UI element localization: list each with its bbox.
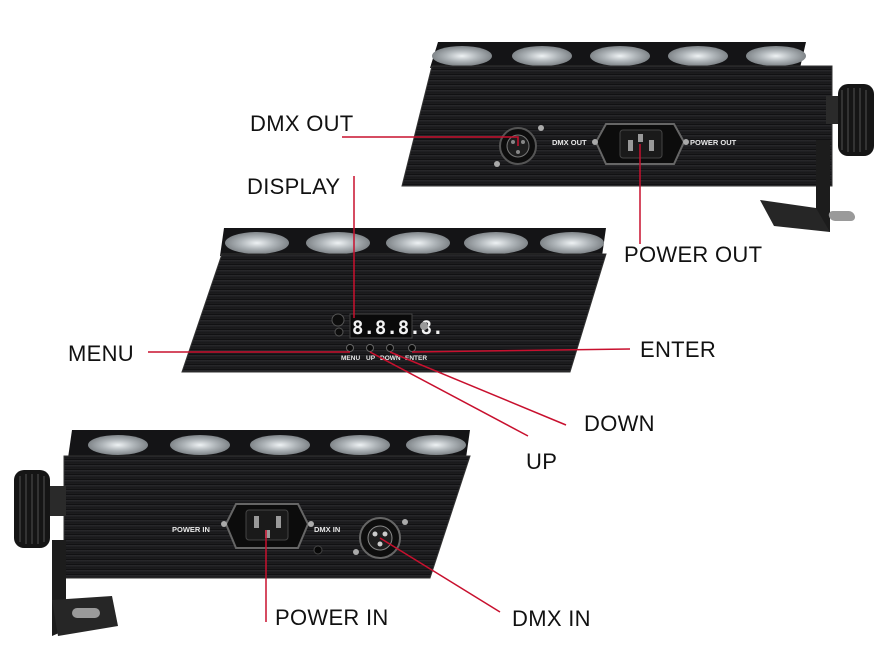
top-unit-knob — [826, 84, 874, 156]
lens — [406, 435, 466, 455]
panel-label-dmx-in: DMX IN — [314, 525, 340, 534]
callout-dmx-in: DMX IN — [512, 606, 591, 631]
power-in-socket — [221, 503, 314, 549]
leader-down — [389, 351, 567, 426]
middle-unit-housing — [181, 253, 607, 373]
panel-label-enter: ENTER — [405, 355, 427, 362]
leader-up — [369, 351, 529, 437]
lens — [386, 232, 450, 254]
lens — [668, 46, 728, 66]
fuse-holder — [313, 545, 323, 555]
lens — [88, 435, 148, 455]
panel-label-power-out: POWER OUT — [690, 138, 737, 147]
display-readout: 8.8.8.8. — [352, 317, 444, 339]
lens — [540, 232, 604, 254]
lens — [464, 232, 528, 254]
callout-dmx-out: DMX OUT — [250, 111, 354, 136]
callout-menu: MENU — [68, 341, 134, 366]
lens — [746, 46, 806, 66]
panel-label-up: UP — [366, 355, 376, 362]
leader-dmx-in — [379, 537, 501, 613]
bottom-unit-lenses — [88, 435, 466, 455]
lens — [330, 435, 390, 455]
lens — [512, 46, 572, 66]
lens — [306, 232, 370, 254]
lens — [170, 435, 230, 455]
top-unit-lenses — [432, 46, 806, 66]
panel-label-down: DOWN — [380, 355, 401, 362]
panel-label-dmx-out: DMX OUT — [552, 138, 587, 147]
top-unit-bracket — [760, 140, 856, 232]
middle-unit-lenses — [225, 232, 604, 254]
leader-dmx-out — [342, 136, 519, 146]
bottom-unit-knob — [14, 470, 66, 548]
enter-button[interactable] — [408, 344, 416, 352]
menu-button[interactable] — [346, 344, 354, 352]
display-panel: 8.8.8.8. — [331, 313, 444, 339]
callout-display: DISPLAY — [247, 174, 341, 199]
up-button[interactable] — [366, 344, 374, 352]
callout-up: UP — [526, 449, 558, 474]
bottom-unit-bracket — [52, 540, 118, 636]
callout-enter: ENTER — [640, 337, 717, 362]
callout-down: DOWN — [584, 411, 655, 436]
callout-power-in: POWER IN — [275, 605, 389, 630]
panel-label-menu: MENU — [341, 355, 360, 362]
control-buttons — [346, 344, 416, 352]
lens — [225, 232, 289, 254]
down-button[interactable] — [386, 344, 394, 352]
leader-enter — [411, 348, 631, 353]
middle-unit: 8.8.8.8. MENU UP DOWN ENTER — [181, 228, 607, 373]
leader-lines — [148, 136, 641, 622]
lens — [432, 46, 492, 66]
callout-power-out: POWER OUT — [624, 242, 763, 267]
panel-label-power-in: POWER IN — [172, 525, 210, 534]
lens — [250, 435, 310, 455]
lens — [590, 46, 650, 66]
bottom-unit: POWER IN DMX IN — [14, 430, 471, 636]
